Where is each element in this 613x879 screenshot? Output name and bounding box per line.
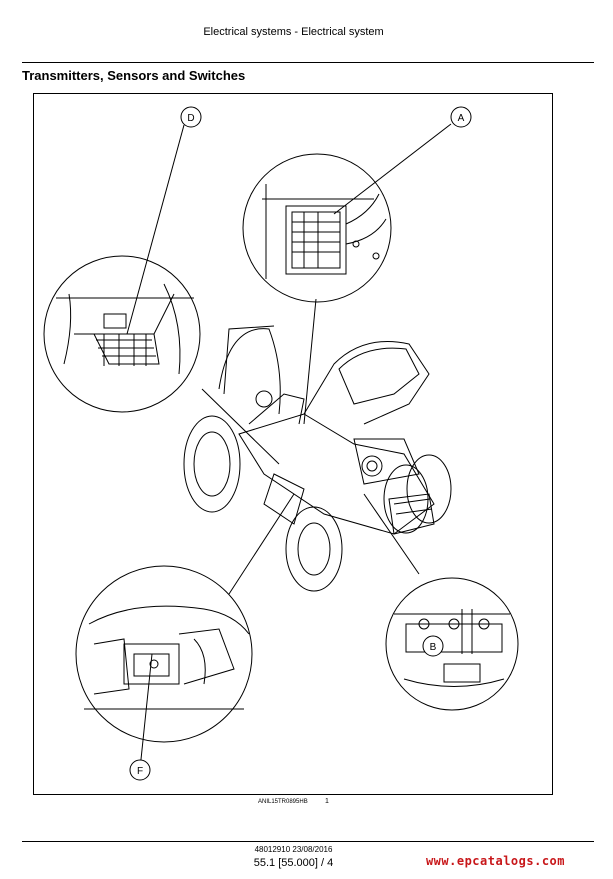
callout-d-label: D: [187, 113, 194, 124]
callout-b: B: [422, 635, 444, 657]
detail-circle-a: [242, 153, 392, 303]
figure-code: ANIL15TR0895HB: [258, 799, 308, 805]
section-title: Transmitters, Sensors and Switches: [22, 68, 246, 83]
callout-f-label: F: [137, 766, 143, 777]
tractor-illustration: A D B F: [43, 106, 519, 781]
callout-a-label: A: [458, 113, 465, 124]
detail-circle-b: [385, 577, 519, 711]
header-rule: [22, 62, 594, 63]
tractor-body: [183, 325, 452, 592]
page-reference: 55.1 [55.000] / 4: [253, 857, 334, 869]
watermark-link[interactable]: www.epcatalogs.com: [425, 854, 565, 868]
page-header-title: Electrical systems - Electrical system: [203, 26, 384, 38]
detail-circle-f: [75, 565, 253, 743]
callout-b-label: B: [430, 642, 437, 653]
callout-d: D: [180, 106, 202, 128]
document-reference: 48012910 23/08/2016: [254, 845, 333, 854]
footer-rule: [22, 841, 594, 842]
callout-f: F: [129, 759, 151, 781]
figure-frame: A D B F: [33, 93, 553, 795]
figure-number: 1: [325, 798, 329, 805]
callout-a: A: [450, 106, 472, 128]
figure-caption: ANIL15TR0895HB 1: [258, 798, 329, 805]
detail-circle-d: [43, 255, 201, 413]
